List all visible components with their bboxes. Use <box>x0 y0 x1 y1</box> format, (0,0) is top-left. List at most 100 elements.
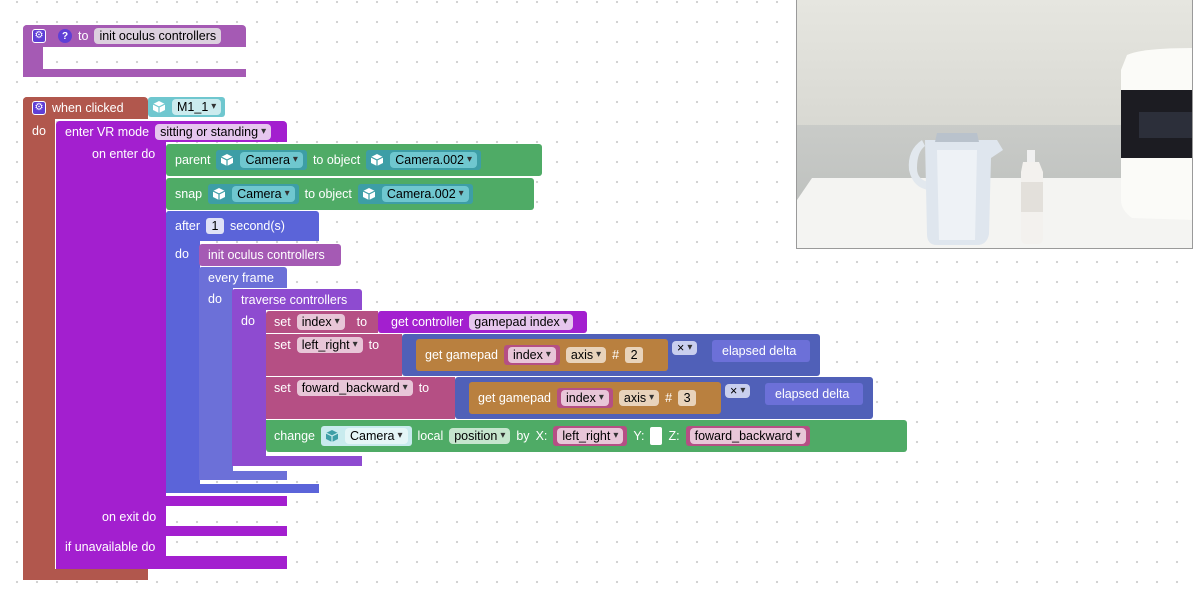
camera-object-selector[interactable]: Camera <box>321 426 412 446</box>
math-operator-dropdown[interactable]: × <box>725 384 751 398</box>
index-variable-block[interactable]: index <box>556 388 613 408</box>
to-object-label: to object <box>304 187 352 201</box>
get-controller-block[interactable]: get controller gamepad index <box>378 311 587 333</box>
get-gamepad-block[interactable]: get gamepad index axis # 3 <box>469 382 721 414</box>
elapsed-delta-label: elapsed delta <box>722 344 797 358</box>
do-label: do <box>241 314 255 328</box>
camera-object-selector[interactable]: Camera <box>216 150 307 170</box>
math-operator-dropdown[interactable]: × <box>672 341 698 355</box>
foward-backward-dropdown[interactable]: foward_backward <box>689 428 806 444</box>
left-right-dropdown[interactable]: left_right <box>557 428 624 444</box>
camera-dropdown[interactable]: Camera <box>240 152 303 168</box>
cube-icon <box>212 188 226 200</box>
y-axis-label: Y: <box>633 429 645 443</box>
call-init-oculus-controllers-block[interactable]: init oculus controllers <box>199 244 341 266</box>
cube-icon <box>362 188 376 200</box>
by-label: by <box>516 429 530 443</box>
gear-icon[interactable]: ⚙ <box>32 29 46 43</box>
set-label: set <box>274 338 291 352</box>
camera-object-selector[interactable]: Camera <box>208 184 299 204</box>
scene-viewport[interactable] <box>796 0 1193 249</box>
index-dropdown[interactable]: index <box>507 347 556 363</box>
bottle-object <box>1021 150 1043 244</box>
vr-mode-dropdown[interactable]: sitting or standing <box>155 123 272 140</box>
variable-left-right-dropdown[interactable]: left_right <box>296 337 363 353</box>
camera-dropdown[interactable]: Camera <box>232 186 295 202</box>
get-gamepad-block[interactable]: get gamepad index axis # 2 <box>416 339 668 371</box>
cube-icon <box>370 154 384 166</box>
enter-vr-mode-label: enter VR mode <box>65 124 150 139</box>
set-foward-backward-block[interactable]: set foward_backward to <box>266 377 455 419</box>
set-label: set <box>274 315 291 329</box>
when-clicked-label: when clicked <box>52 101 124 115</box>
z-axis-label: Z: <box>668 429 680 443</box>
cube-icon <box>221 154 234 166</box>
get-gamepad-label: get gamepad <box>425 348 498 362</box>
procedure-name-field[interactable]: init oculus controllers <box>94 28 222 44</box>
left-right-variable-block[interactable]: left_right <box>553 426 628 446</box>
camera002-dropdown[interactable]: Camera.002 <box>381 186 469 202</box>
on-enter-do-label: on enter do <box>92 147 156 161</box>
do-label: do <box>32 124 46 138</box>
snap-label: snap <box>175 187 203 201</box>
variable-foward-backward-dropdown[interactable]: foward_backward <box>296 380 413 396</box>
to-label: to <box>418 381 430 395</box>
after-label: after <box>175 219 201 233</box>
to-label: to <box>78 29 89 43</box>
axis-number-input[interactable]: 2 <box>625 347 644 363</box>
cube-icon <box>325 430 339 442</box>
to-label: to <box>356 315 368 329</box>
speaker-object <box>1121 48 1192 220</box>
to-object-label: to object <box>312 153 361 167</box>
y-empty-input[interactable] <box>650 427 663 445</box>
axis-dropdown[interactable]: axis <box>618 390 660 406</box>
jug-object <box>908 133 1003 245</box>
do-label: do <box>175 247 189 261</box>
position-dropdown[interactable]: position <box>449 428 511 444</box>
change-position-block[interactable]: change Camera local position by X: left_… <box>266 420 907 452</box>
index-dropdown[interactable]: index <box>560 390 609 406</box>
set-label: set <box>274 381 291 395</box>
target-object-selector[interactable]: Camera.002 <box>357 184 473 204</box>
after-seconds-block[interactable]: after 1 second(s) do <box>166 211 319 493</box>
procedure-call-label: init oculus controllers <box>208 248 325 262</box>
procedure-definition-block[interactable]: ⚙ ? to init oculus controllers <box>23 25 246 77</box>
index-variable-block[interactable]: index <box>503 345 560 365</box>
x-axis-label: X: <box>535 429 548 443</box>
traverse-controllers-label: traverse controllers <box>241 292 348 307</box>
axis-number-input[interactable]: 3 <box>678 390 697 406</box>
axis-dropdown[interactable]: axis <box>565 347 607 363</box>
object-name-dropdown[interactable]: M1_1 <box>172 99 222 115</box>
change-label: change <box>274 429 316 443</box>
do-label: do <box>208 292 222 306</box>
cube-icon <box>152 101 166 113</box>
parent-block[interactable]: parent Camera to object Camera.002 <box>166 144 542 176</box>
on-exit-do-label: on exit do <box>102 510 157 524</box>
target-object-selector[interactable]: Camera.002 <box>366 150 482 170</box>
foward-backward-variable-block[interactable]: foward_backward <box>685 426 810 446</box>
when-clicked-event-block[interactable]: ⚙ when clicked do <box>23 97 148 580</box>
to-label: to <box>368 338 380 352</box>
set-left-right-block[interactable]: set left_right to <box>266 334 402 376</box>
seconds-input[interactable]: 1 <box>206 218 225 234</box>
local-label: local <box>417 429 444 443</box>
hash-label: # <box>612 348 620 362</box>
enter-vr-mode-block[interactable]: enter VR mode sitting or standing on ent… <box>56 121 287 569</box>
get-controller-label: get controller <box>391 315 464 329</box>
hash-label: # <box>665 391 673 405</box>
every-frame-block[interactable]: every frame do <box>199 267 287 480</box>
seconds-unit-label: second(s) <box>230 219 285 233</box>
traverse-controllers-block[interactable]: traverse controllers do <box>232 289 362 466</box>
set-index-block[interactable]: set index to <box>266 311 378 333</box>
camera-dropdown[interactable]: Camera <box>345 428 408 444</box>
object-selector[interactable]: M1_1 <box>148 97 235 117</box>
camera002-dropdown[interactable]: Camera.002 <box>390 152 478 168</box>
every-frame-label: every frame <box>208 270 274 285</box>
help-icon[interactable]: ? <box>58 29 72 43</box>
elapsed-delta-label: elapsed delta <box>775 387 850 401</box>
gamepad-index-dropdown[interactable]: gamepad index <box>469 314 573 330</box>
gear-icon[interactable]: ⚙ <box>32 101 46 115</box>
get-gamepad-label: get gamepad <box>478 391 551 405</box>
variable-index-dropdown[interactable]: index <box>296 314 345 330</box>
snap-block[interactable]: snap Camera to object Camera.002 <box>166 178 534 210</box>
